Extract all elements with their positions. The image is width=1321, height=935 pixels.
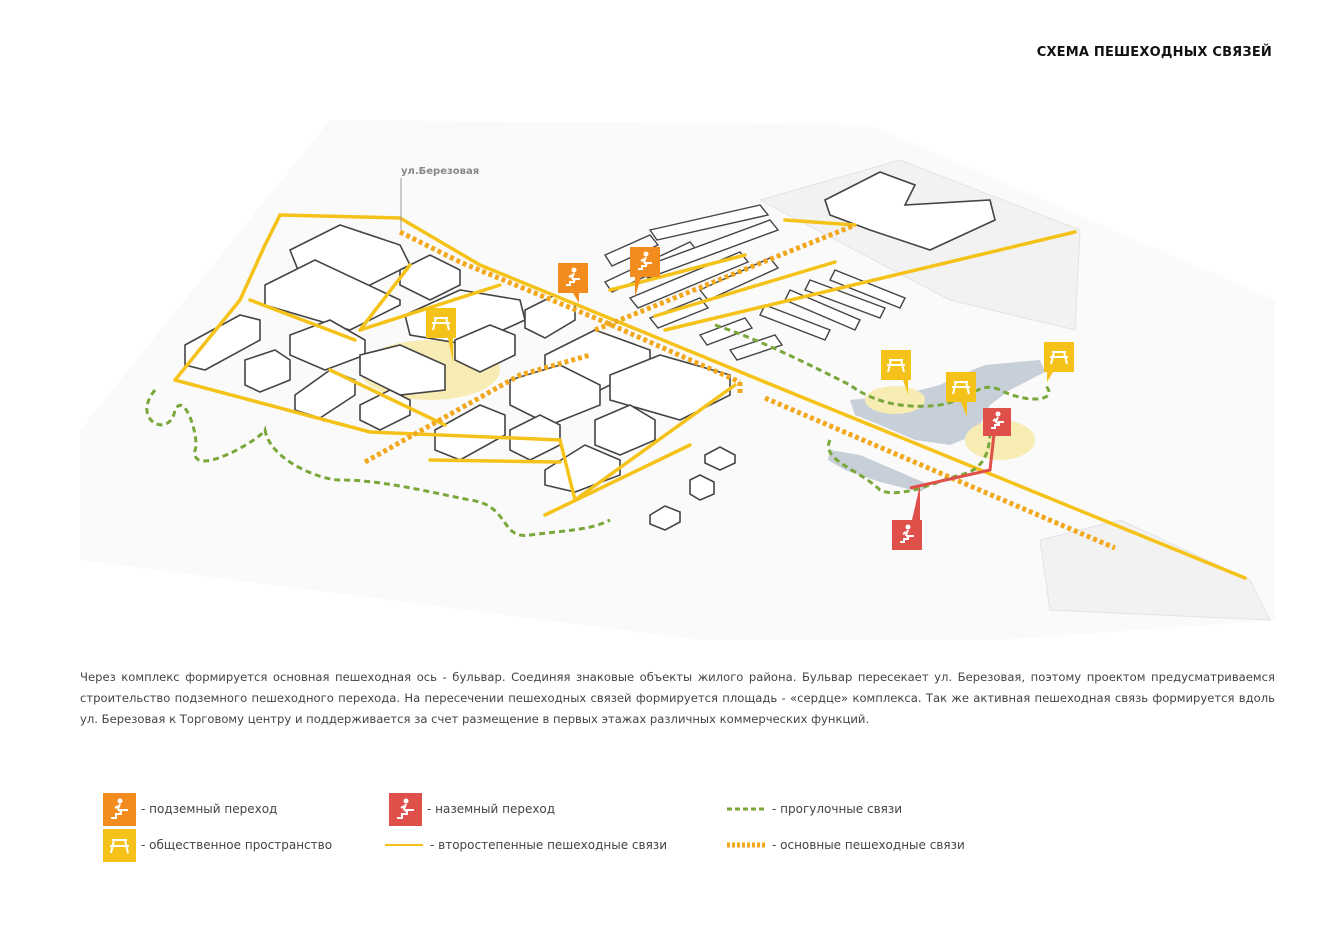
public-space-marker[interactable]	[881, 350, 911, 395]
legend-ground-crossing: - наземный переход	[389, 792, 555, 826]
pedestrian-stairs-down-icon	[103, 792, 136, 826]
picnic-table-icon	[103, 828, 136, 862]
main-paths	[363, 222, 1116, 551]
legend-main: - основные пешеходные связи	[727, 828, 965, 862]
underground-crossing-marker[interactable]	[630, 247, 660, 297]
underground-crossing-marker[interactable]	[558, 263, 588, 303]
legend-secondary-label: - второстепенные пешеходные связи	[430, 838, 667, 852]
ground-crossing-marker[interactable]	[983, 408, 1011, 436]
park-plaza-2	[865, 386, 925, 414]
legend-walking-label: - прогулочные связи	[772, 802, 903, 816]
walking-line-swatch	[727, 807, 767, 811]
legend-main-label: - основные пешеходные связи	[772, 838, 965, 852]
ground-crossing-path	[909, 424, 997, 490]
site-map	[145, 159, 1271, 621]
legend-underground-label: - подземный переход	[141, 802, 278, 816]
secondary-line-swatch	[385, 844, 423, 846]
legend-underground: - подземный переход	[103, 792, 277, 826]
public-space-marker[interactable]	[946, 372, 976, 417]
description-text: Через комплекс формируется основная пеше…	[80, 670, 1275, 726]
townhouse-rows	[603, 204, 906, 361]
park-plaza	[965, 420, 1035, 460]
legend-ground-crossing-label: - наземный переход	[427, 802, 556, 816]
main-line-swatch	[727, 842, 767, 848]
legend-public-space: - общественное пространство	[103, 828, 332, 862]
public-space-marker[interactable]	[1044, 342, 1074, 382]
pedestrian-stairs-icon	[389, 792, 422, 826]
walking-paths	[145, 323, 1051, 537]
street-label: ул.Березовая	[401, 166, 480, 177]
secondary-paths	[173, 213, 1247, 580]
legend-public-space-label: - общественное пространство	[141, 838, 333, 852]
page-title: СХЕМА ПЕШЕХОДНЫХ СВЯЗЕЙ	[1036, 45, 1272, 60]
legend-walking: - прогулочные связи	[727, 792, 902, 826]
public-space-marker[interactable]	[426, 308, 456, 363]
ground-crossing-marker[interactable]	[892, 485, 922, 550]
legend-secondary: - второстепенные пешеходные связи	[385, 828, 667, 862]
